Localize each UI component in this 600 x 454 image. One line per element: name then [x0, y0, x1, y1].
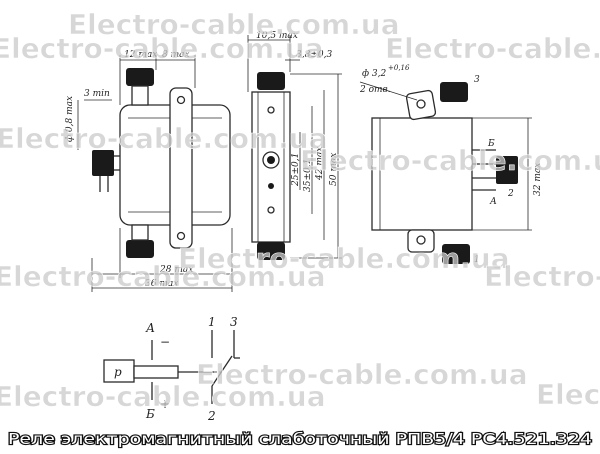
dim-w36: 36 max	[145, 279, 178, 289]
schem-plus: +	[160, 397, 170, 411]
schem-minus: −	[160, 335, 170, 349]
watermark-10: Electro-cable.com.ua	[0, 380, 326, 413]
pin-label-b: Б	[487, 139, 495, 149]
top-view-cap-1	[442, 244, 470, 264]
schem-t2: 2	[207, 409, 216, 423]
top-cap	[126, 68, 154, 86]
bottom-cap	[126, 240, 154, 258]
watermark-7: Electro-cable.com.ua	[178, 242, 510, 275]
side-bottom-cap	[257, 242, 285, 260]
side-connector	[92, 150, 114, 176]
dim-holes-count: 2 отв.	[359, 85, 391, 95]
side-top-cap	[257, 72, 285, 90]
side-view: 10,5 max 3,8±0,3 25±0,1 35±0,1 42 max 50…	[247, 31, 342, 260]
schem-t3: 3	[230, 315, 238, 329]
watermark-1: Electro-cable.com.ua	[68, 8, 400, 41]
pin-label-a: А	[489, 197, 497, 207]
dim-h32: 32 max	[533, 163, 543, 196]
dim-hole-tol: +0,16	[388, 64, 410, 72]
dim-w28: 28 max	[159, 265, 193, 275]
watermark-9: Electro-cable.com.ua	[196, 358, 528, 391]
dim-d-pin: ф 0,8 max	[65, 96, 75, 142]
pin-label-2: 2	[507, 189, 514, 199]
watermark-11: Electro-cable.com.ua	[536, 378, 600, 411]
watermark-5: Electro-cable.com.ua	[300, 144, 600, 177]
dim-w12: 12 max	[124, 50, 157, 60]
schem-a: А	[145, 321, 155, 335]
coil-label: р	[114, 365, 122, 379]
watermark-2: Electro-cable.com.ua	[385, 32, 600, 65]
dim-hole: ф 3,2	[362, 69, 386, 79]
schem-b: Б	[145, 407, 155, 421]
caption: Реле электромагнитный слаботочный РПВ5/4…	[8, 430, 592, 448]
dim-pin-len: 3 min	[84, 89, 110, 99]
watermark-3: Electro-cable.com.ua	[0, 32, 324, 65]
top-body	[371, 117, 473, 231]
top-view: ф 3,2 +0,16 2 отв. 32 max 3 Б 1 2 А	[359, 64, 543, 265]
schematic: р А − Б + 1 3 2	[103, 315, 240, 423]
dim-h35: 35±0,1	[303, 159, 313, 192]
dim-w105: 10,5 max	[256, 31, 298, 41]
pin-label-3: 3	[474, 75, 480, 85]
front-view: 12 max 8 max 3 min ф 0,8 max 28 max 36 m…	[65, 50, 233, 292]
watermark-6: Electro-cable.com.ua	[0, 260, 326, 293]
dim-w8: 8 max	[162, 50, 190, 60]
dim-h42: 42 max	[315, 147, 325, 181]
top-view-cap-3	[440, 82, 468, 102]
watermark-4: Electro-cable.com.ua	[0, 122, 328, 155]
dim-h50: 50 max	[329, 153, 339, 186]
dim-h255: 25±0,1	[291, 153, 301, 187]
schem-t1: 1	[208, 315, 216, 329]
watermarks: Electro-cable.com.ua Electro-cable.com.u…	[0, 8, 600, 414]
flange-plate	[169, 87, 193, 249]
dim-w38: 3,8±0,3	[296, 50, 332, 60]
watermark-8: Electro-cable.com.ua	[484, 260, 600, 293]
pin-label-1: 1	[474, 255, 480, 265]
top-view-connector	[496, 156, 518, 184]
